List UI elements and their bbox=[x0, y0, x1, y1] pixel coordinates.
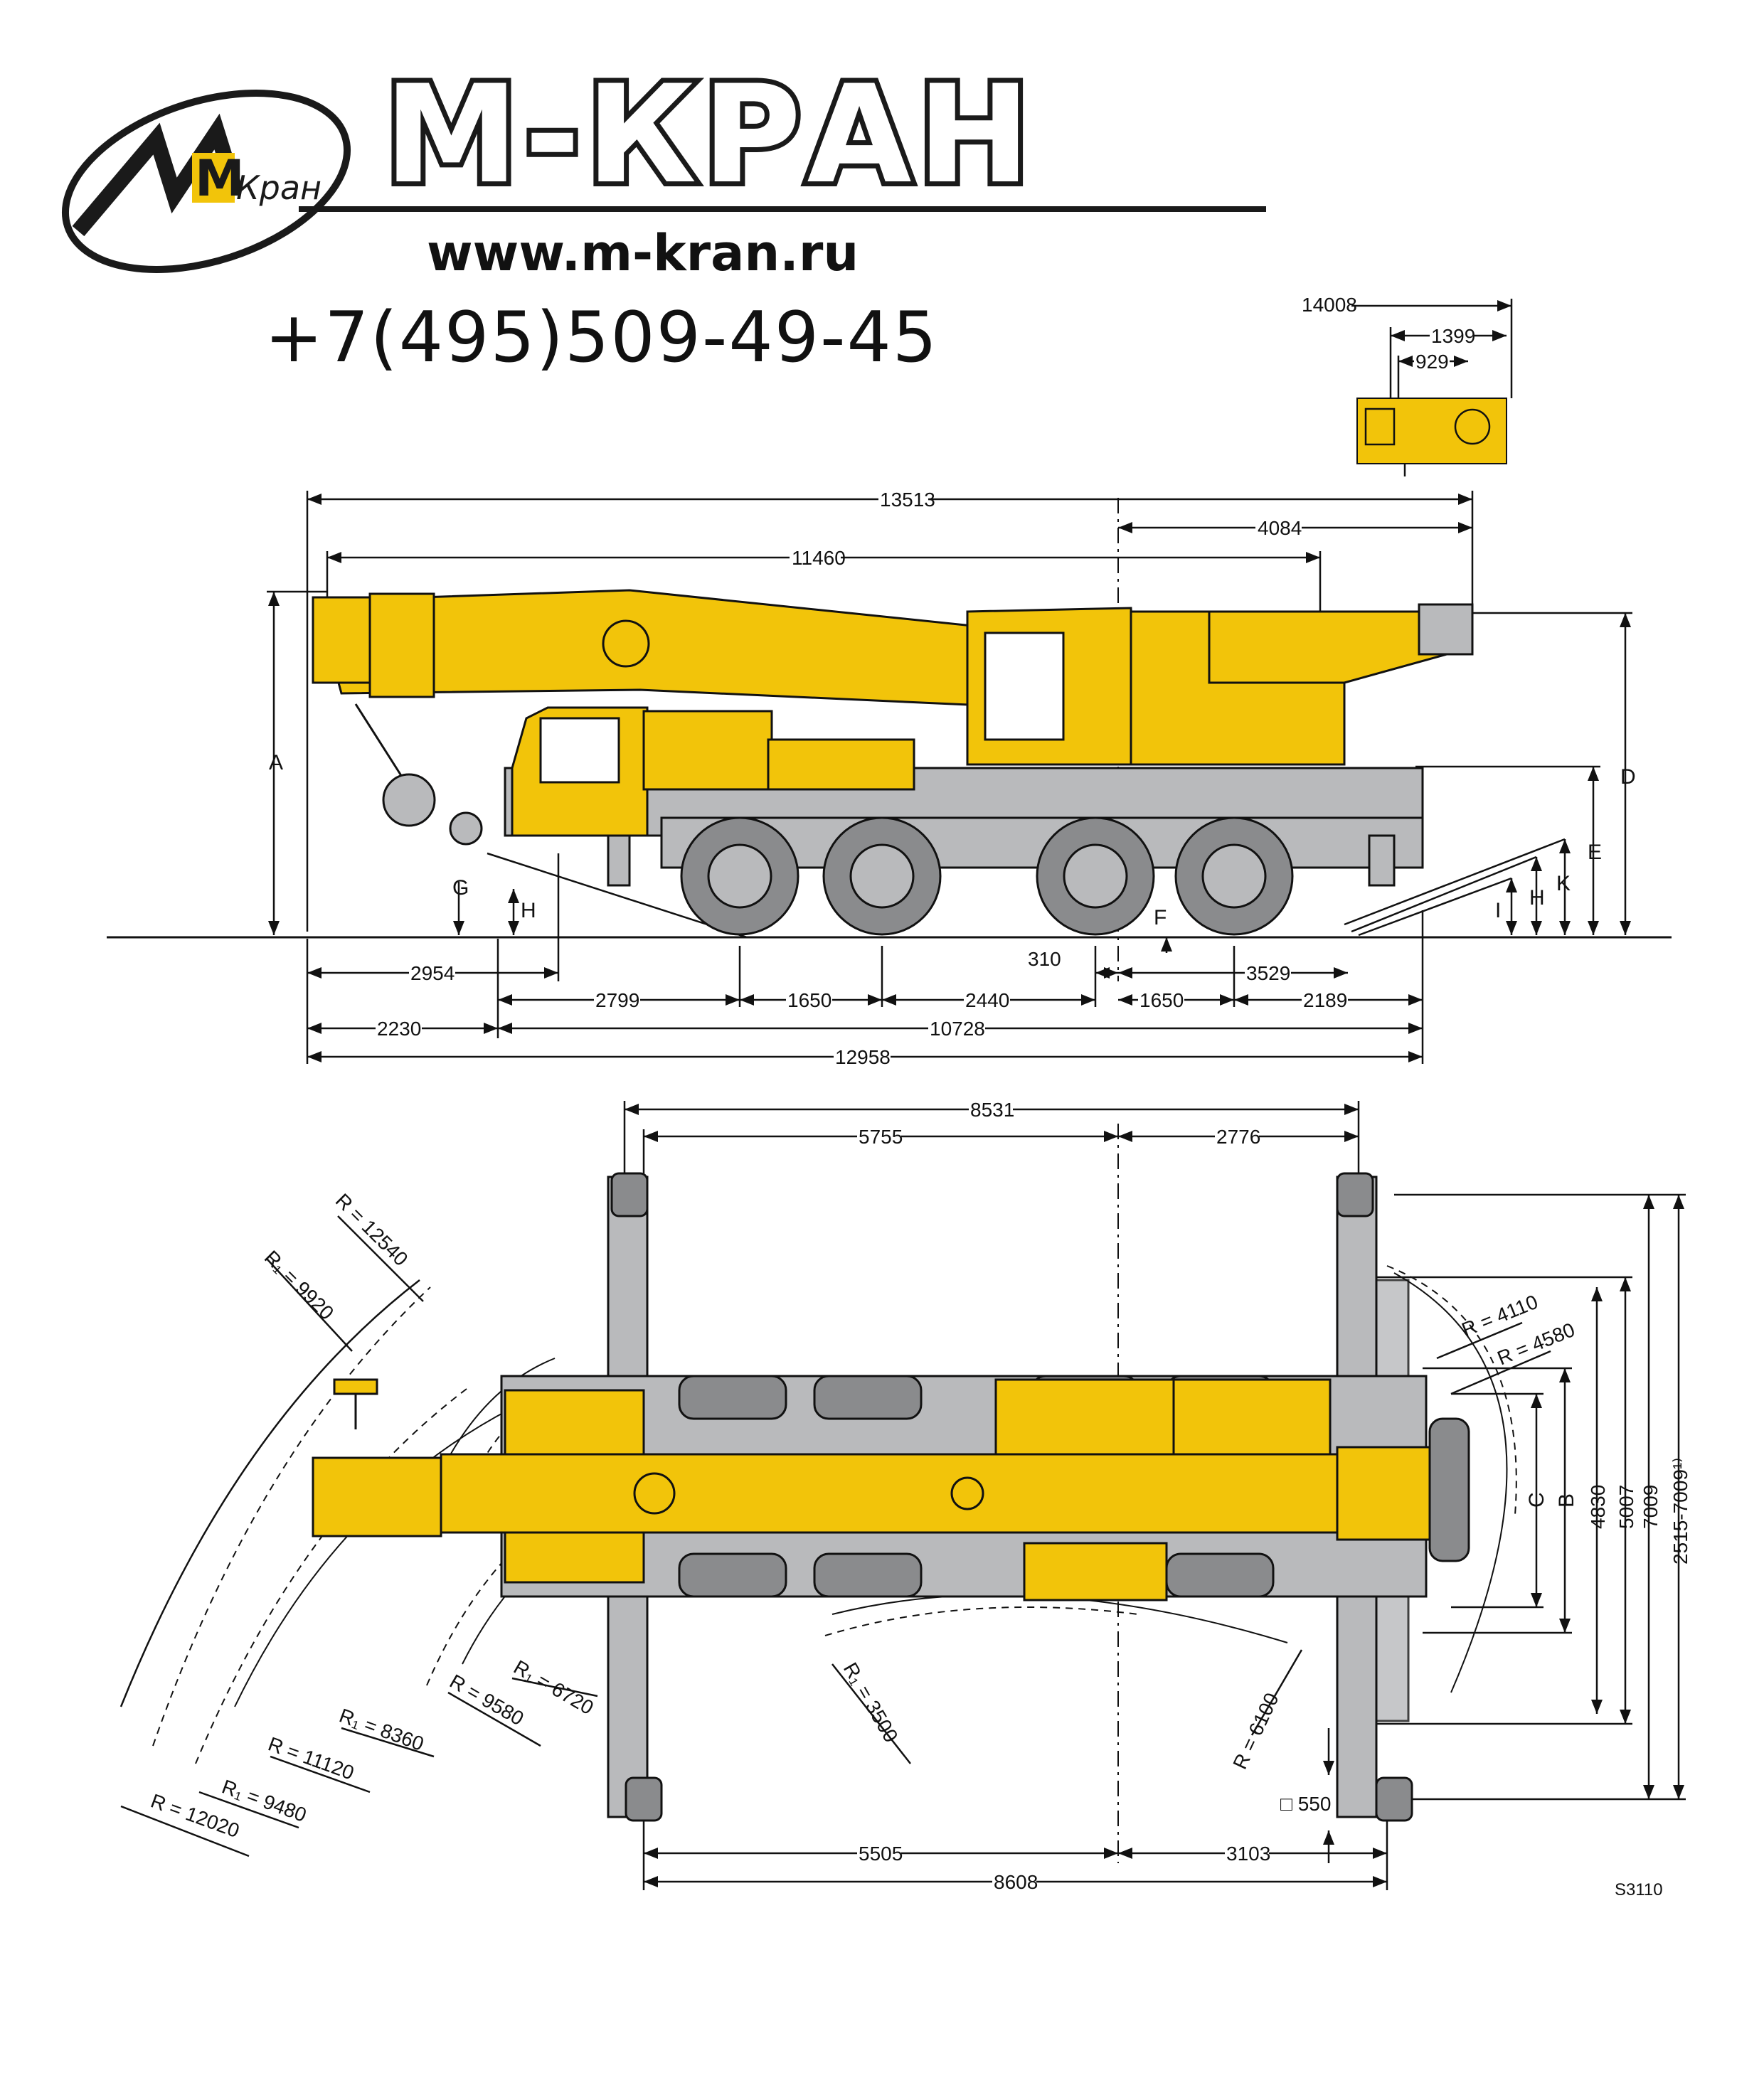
dim-5007: 5007 bbox=[1615, 1485, 1637, 1529]
letter-B: B bbox=[1555, 1493, 1578, 1508]
letter-I: I bbox=[1495, 899, 1501, 922]
dim-14008: 14008 bbox=[1302, 294, 1357, 316]
crane-top-body bbox=[312, 1172, 1470, 1822]
logo-letter: М bbox=[195, 149, 245, 208]
radius-4580: R = 4580 bbox=[1494, 1318, 1578, 1370]
radius-11120: R = 11120 bbox=[265, 1733, 357, 1784]
letter-K: K bbox=[1556, 872, 1571, 895]
dim-2230: 2230 bbox=[377, 1018, 421, 1040]
letter-H-right: H bbox=[1529, 886, 1545, 910]
radius-12540: R = 12540 bbox=[331, 1189, 413, 1270]
dim-3103: 3103 bbox=[1226, 1843, 1270, 1865]
dim-929: 929 bbox=[1415, 351, 1449, 373]
dim-4830: 4830 bbox=[1587, 1485, 1609, 1529]
crane-side-body bbox=[312, 589, 1474, 936]
company-logo: М Кран bbox=[61, 90, 351, 273]
radius-9920: R₁ = 9920 bbox=[260, 1246, 339, 1324]
dim-2954: 2954 bbox=[410, 962, 455, 984]
radius-3500: R₁ = 3500 bbox=[839, 1659, 903, 1747]
dim-4084: 4084 bbox=[1258, 517, 1302, 539]
brand-underline bbox=[299, 206, 1266, 212]
dim-2189: 2189 bbox=[1303, 989, 1347, 1011]
dim-13513: 13513 bbox=[880, 489, 935, 511]
dim-11460: 11460 bbox=[792, 547, 846, 569]
dim-5505: 5505 bbox=[859, 1843, 903, 1865]
letter-E: E bbox=[1588, 841, 1602, 864]
letter-G: G bbox=[452, 876, 469, 900]
dim-310: 310 bbox=[1028, 948, 1061, 970]
dim-7009: 7009 bbox=[1640, 1485, 1662, 1529]
dim-8608: 8608 bbox=[994, 1871, 1038, 1893]
dim-2776: 2776 bbox=[1216, 1126, 1260, 1148]
brand-name: М-КРАН bbox=[379, 56, 1036, 213]
letter-D: D bbox=[1620, 765, 1636, 789]
dim-1650-b: 1650 bbox=[1139, 989, 1184, 1011]
letter-C: C bbox=[1525, 1492, 1548, 1508]
radius-8360: R₁ = 8360 bbox=[336, 1705, 427, 1755]
dim-2440: 2440 bbox=[965, 989, 1009, 1011]
drawing-code: S3110 bbox=[1615, 1880, 1663, 1899]
dim-12958: 12958 bbox=[835, 1046, 891, 1068]
dim-1399: 1399 bbox=[1431, 325, 1475, 347]
radius-6100: R = 6100 bbox=[1228, 1690, 1282, 1773]
website-link[interactable]: www.m-kran.ru bbox=[427, 224, 859, 282]
dim-2799: 2799 bbox=[595, 989, 639, 1011]
dim-3529: 3529 bbox=[1246, 962, 1290, 984]
dim-2515-7009: 2515-7009¹⁾ bbox=[1669, 1458, 1691, 1565]
logo-text: Кран bbox=[236, 169, 322, 207]
dim-5755: 5755 bbox=[859, 1126, 903, 1148]
letter-F: F bbox=[1154, 906, 1167, 929]
letter-H-left: H bbox=[521, 899, 536, 922]
radius-4110: R = 4110 bbox=[1459, 1291, 1541, 1341]
letter-A: A bbox=[269, 751, 283, 774]
dim-8531: 8531 bbox=[970, 1099, 1014, 1121]
header: М Кран М-КРАН www.m-kran.ru +7(495)509-4… bbox=[0, 0, 1351, 398]
phone-number[interactable]: +7(495)509-49-45 bbox=[265, 297, 939, 378]
dim-1650-a: 1650 bbox=[787, 989, 831, 1011]
side-view-labels: 13513 4084 11460 14008 1399 929 A D E G … bbox=[269, 294, 1636, 1068]
pad-size: □ 550 bbox=[1280, 1793, 1331, 1815]
dim-10728: 10728 bbox=[930, 1018, 985, 1040]
